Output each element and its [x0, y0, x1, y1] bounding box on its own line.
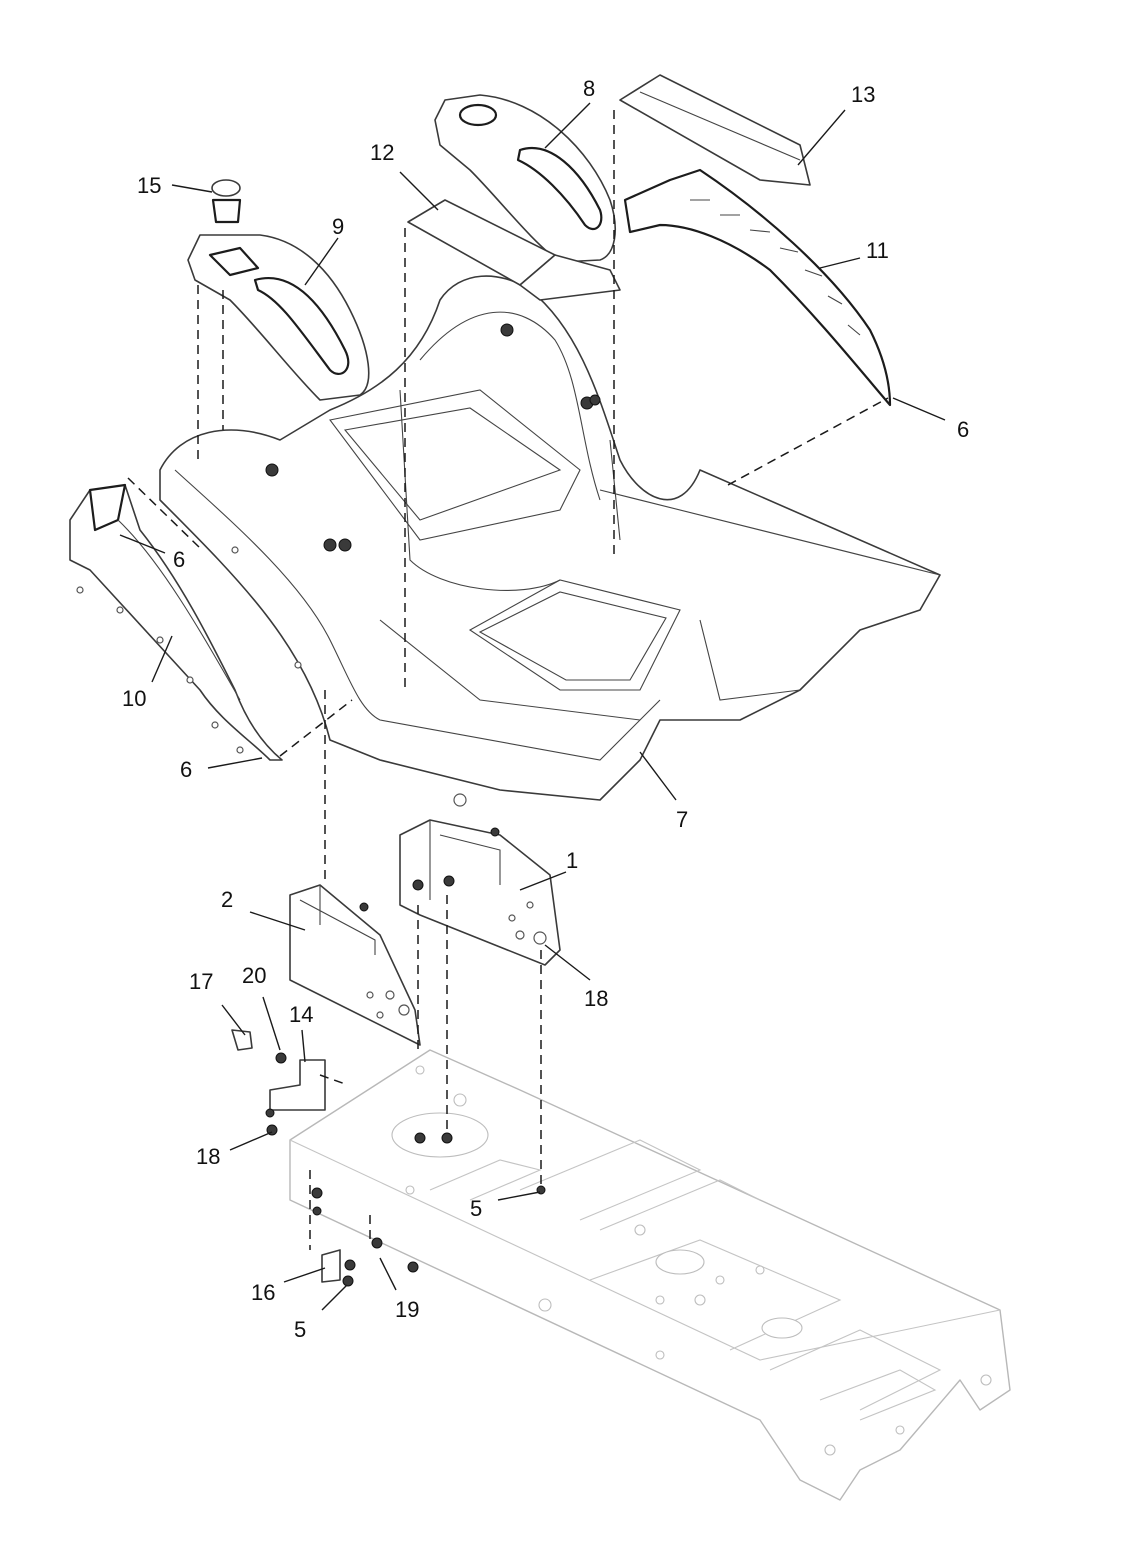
callout-15: 15 [137, 173, 161, 198]
callout-16: 16 [251, 1280, 275, 1305]
callout-20: 20 [242, 963, 266, 988]
pad-12 [407, 199, 621, 301]
right-fender-extension [623, 168, 892, 407]
callout-6: 6 [180, 757, 192, 782]
bracket-1 [399, 819, 561, 966]
knob [211, 179, 242, 224]
left-console-pod [187, 234, 370, 401]
callout-13: 13 [851, 82, 875, 107]
callout-labels: 1 2 5 5 6 6 6 7 8 9 10 11 12 13 14 15 16… [122, 76, 969, 1342]
callout-6: 6 [957, 417, 969, 442]
fasteners-misc [265, 1108, 546, 1287]
callout-17: 17 [189, 969, 213, 994]
pad-13 [619, 74, 811, 186]
callout-7: 7 [676, 807, 688, 832]
callout-1: 1 [566, 848, 578, 873]
callout-19: 19 [395, 1297, 419, 1322]
callout-18: 18 [584, 986, 608, 1011]
callout-18: 18 [196, 1144, 220, 1169]
callout-9: 9 [332, 214, 344, 239]
callout-6: 6 [173, 547, 185, 572]
bracket-14 [269, 1059, 326, 1111]
fender-body [159, 275, 941, 807]
callout-11: 11 [866, 238, 889, 263]
callout-10: 10 [122, 686, 146, 711]
leader-lines [119, 102, 946, 1311]
tractor-frame [289, 1049, 1011, 1501]
clip-17 [231, 1029, 253, 1051]
alignment-lines [127, 110, 889, 1250]
bracket-2 [289, 884, 421, 1046]
callout-8: 8 [583, 76, 595, 101]
callout-12: 12 [370, 140, 394, 165]
callout-5: 5 [294, 1317, 306, 1342]
callout-14: 14 [289, 1002, 313, 1027]
callout-2: 2 [221, 887, 233, 912]
fastener-20 [275, 1052, 287, 1064]
right-console-pod [434, 94, 616, 263]
left-fender-extension [69, 483, 283, 761]
bracket-16 [321, 1249, 341, 1283]
callout-5: 5 [470, 1196, 482, 1221]
